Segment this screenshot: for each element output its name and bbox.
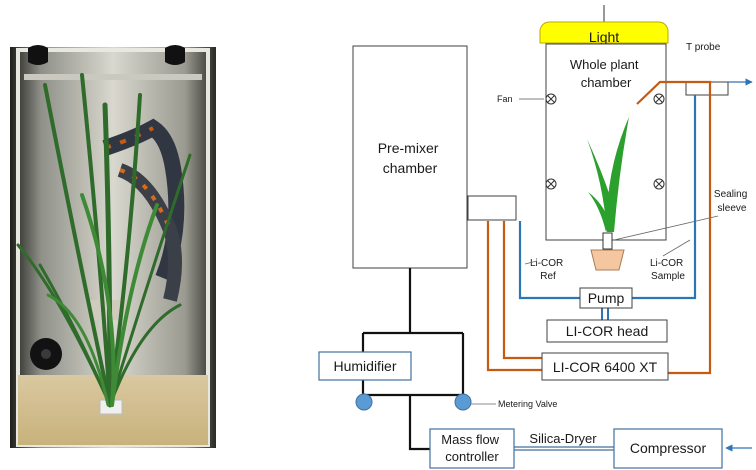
fan-icon [653, 93, 665, 105]
pump-box [579, 287, 633, 309]
licor-sample-label: Li-COR Sample [650, 258, 686, 282]
plant-chamber-photo [0, 45, 230, 448]
clamp [28, 45, 48, 65]
pump-label: Pump [588, 290, 625, 306]
fan-icon [545, 178, 557, 190]
orange-tube-sample [636, 80, 712, 375]
sealing-sleeve-tube [602, 232, 613, 250]
sealing-sleeve-label: Sealing sleeve [714, 189, 750, 214]
mass-flow-controller-label: Mass flow controller [441, 432, 502, 464]
licor-head-box [546, 319, 668, 343]
metering-valve-icon [454, 393, 472, 411]
mass-flow-controller-box [429, 428, 515, 469]
metering-valve-label: Metering Valve [498, 399, 557, 409]
whole-plant-chamber-label: Whole plant chamber [570, 57, 642, 90]
t-probe-box [685, 81, 729, 96]
light-lamp [539, 21, 669, 44]
pre-mixer-chamber-label: Pre-mixer chamber [378, 140, 443, 176]
blue-tube-sample [632, 95, 697, 300]
plant-icon [587, 117, 629, 232]
pot-icon [590, 249, 625, 271]
compressor-label: Compressor [630, 440, 707, 456]
blue-tube-ref [518, 221, 580, 300]
fan-icon [653, 178, 665, 190]
licor-head-label: LI-COR head [566, 323, 648, 339]
clamp [165, 45, 185, 65]
pre-mixer-chamber [352, 45, 468, 269]
licor-6400-label: LI-COR 6400 XT [553, 359, 658, 375]
plant-leaves [16, 73, 192, 408]
humidifier-box [318, 351, 412, 381]
licor-6400-box [541, 352, 669, 381]
orange-tube-inner [502, 221, 542, 360]
compressor-box [613, 428, 723, 469]
licor-ref-label: Li-COR Ref [530, 258, 566, 282]
humidifier-label: Humidifier [333, 358, 396, 374]
metering-valve-icon [355, 393, 373, 411]
t-probe-label: T probe [686, 42, 721, 53]
air-inlet-box [467, 195, 517, 221]
silica-dryer-label: Silica-Dryer [529, 431, 597, 446]
fan-label: Fan [497, 94, 513, 104]
orange-tube-ref [486, 221, 542, 372]
fan-icon [545, 93, 557, 105]
light-label: Light [589, 29, 619, 45]
